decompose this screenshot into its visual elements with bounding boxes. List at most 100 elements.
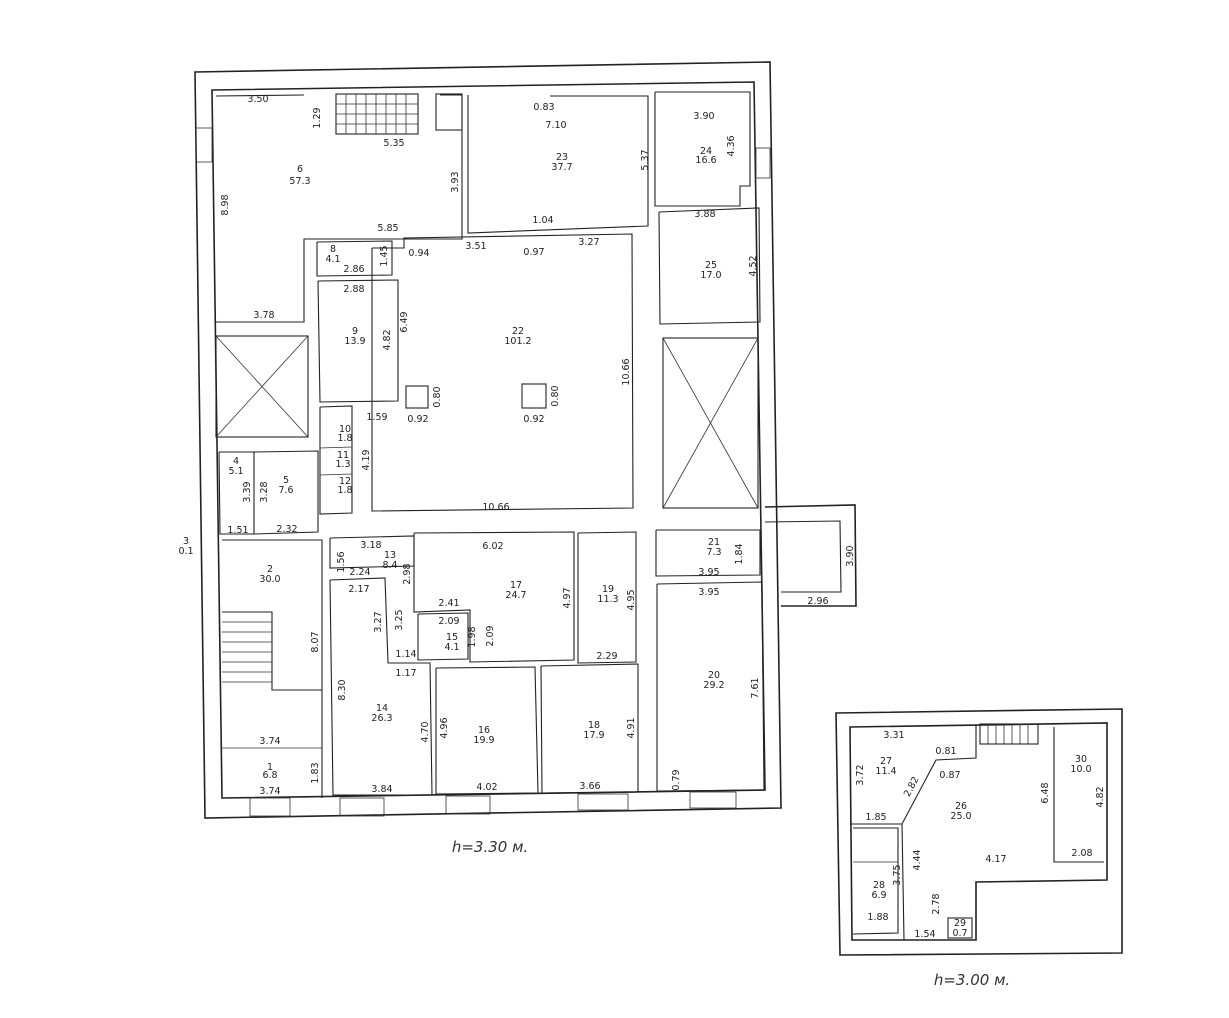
dimension-label: 3.72 (855, 764, 866, 785)
dimension-label: 3.95 (698, 587, 719, 598)
dimension-label: 3.31 (883, 730, 904, 741)
dimension-label: 1.59 (366, 412, 387, 423)
svg-text:29: 29 (954, 918, 966, 929)
dimension-label: 4.02 (476, 782, 497, 793)
svg-text:7.6: 7.6 (278, 485, 293, 496)
dimension-label: 4.36 (726, 135, 737, 156)
dimension-label: 2.29 (596, 651, 617, 662)
room-label: 101.8 (337, 424, 352, 444)
floor-2-walls (835, 708, 1123, 956)
svg-text:30: 30 (1075, 754, 1087, 765)
svg-text:25: 25 (705, 260, 717, 271)
room-label: 657.3 (289, 164, 310, 187)
dimension-label: 1.88 (867, 912, 888, 923)
dimension-label: 1.45 (379, 245, 390, 266)
dimension-label: 2.32 (276, 524, 297, 535)
room-label: 57.6 (278, 475, 293, 496)
svg-text:16.6: 16.6 (695, 155, 716, 166)
room-label: 138.4 (382, 550, 397, 571)
dimension-label: 0.87 (939, 770, 960, 781)
dimension-label: 3.28 (259, 481, 270, 502)
dimension-label: 2.86 (343, 264, 364, 275)
dimension-label: 1.04 (532, 215, 553, 226)
svg-text:1: 1 (267, 762, 273, 773)
dimension-label: 2.88 (343, 284, 364, 295)
dimension-label: 1.85 (865, 812, 886, 823)
dimension-label: 6.02 (482, 541, 503, 552)
room-label: 286.9 (871, 880, 886, 901)
svg-text:1.8: 1.8 (337, 433, 352, 444)
svg-text:0.1: 0.1 (178, 546, 193, 557)
dimension-label: 4.82 (382, 329, 393, 350)
svg-text:17.0: 17.0 (700, 270, 721, 281)
dimension-label: 4.52 (748, 255, 759, 276)
svg-text:6: 6 (297, 164, 303, 175)
dimension-label: 3.93 (450, 171, 461, 192)
dimension-label: 1.84 (734, 543, 745, 564)
svg-text:6.9: 6.9 (871, 890, 886, 901)
svg-text:21: 21 (708, 537, 720, 548)
svg-text:37.7: 37.7 (551, 162, 572, 173)
dimension-label: 3.84 (371, 784, 392, 795)
dimension-label: 3.74 (259, 736, 280, 747)
svg-text:4.1: 4.1 (325, 254, 340, 265)
svg-text:19: 19 (602, 584, 614, 595)
dimension-label: 0.92 (523, 414, 544, 425)
dimension-label: 4.97 (562, 587, 573, 608)
svg-text:26: 26 (955, 801, 967, 812)
dimension-label: 3.75 (892, 864, 903, 885)
dimension-label: 2.09 (485, 625, 496, 646)
svg-text:57.3: 57.3 (289, 176, 310, 187)
svg-text:6.8: 6.8 (262, 770, 277, 781)
dimension-label: 6.49 (399, 311, 410, 332)
dimension-label: 2.09 (438, 616, 459, 627)
room-label: 217.3 (706, 537, 721, 558)
svg-text:17: 17 (510, 580, 522, 591)
dimension-label: 1.17 (395, 668, 416, 679)
svg-text:5.1: 5.1 (228, 466, 243, 477)
svg-text:4.1: 4.1 (444, 642, 459, 653)
svg-text:3: 3 (183, 536, 189, 547)
svg-text:0.7: 0.7 (952, 928, 967, 939)
svg-text:4: 4 (233, 456, 239, 467)
svg-text:13: 13 (384, 550, 396, 561)
dimension-label: 0.80 (550, 385, 561, 406)
dimension-label: 10.66 (482, 502, 509, 513)
dimension-label: 3.74 (259, 786, 280, 797)
svg-text:30.0: 30.0 (259, 574, 280, 585)
room-label: 16.8 (262, 762, 277, 781)
svg-text:28: 28 (873, 880, 885, 891)
svg-text:11.4: 11.4 (875, 766, 896, 777)
floor-1-dimensions: 3.50 1.29 5.35 8.98 3.93 5.85 3.78 0.83 … (220, 94, 856, 797)
svg-text:19.9: 19.9 (473, 735, 494, 746)
dimension-label: 1.14 (395, 649, 416, 660)
svg-text:9: 9 (352, 326, 358, 337)
dimension-label: 3.50 (247, 94, 268, 105)
floor-1-room-labels: 16.8 230.0 30.1 45.1 57.6 657.3 84.1 913… (178, 146, 724, 781)
svg-text:101.2: 101.2 (504, 336, 531, 347)
dimension-label: 2.08 (1071, 848, 1092, 859)
dimension-label: 1.83 (310, 762, 321, 783)
svg-text:29.2: 29.2 (703, 680, 724, 691)
dimension-label: 0.80 (432, 386, 443, 407)
svg-text:12: 12 (339, 476, 351, 487)
floor-1-walls (194, 61, 857, 819)
dimension-label: 3.27 (373, 611, 384, 632)
floor-1-ceiling-height: h=3.30 м. (452, 838, 528, 856)
dimension-label: 1.51 (227, 525, 248, 536)
dimension-label: 0.83 (533, 102, 554, 113)
svg-text:27: 27 (880, 756, 892, 767)
dimension-label: 3.27 (578, 237, 599, 248)
dimension-label: 0.81 (935, 746, 956, 757)
svg-text:11: 11 (337, 450, 349, 461)
svg-text:8.4: 8.4 (382, 560, 397, 571)
